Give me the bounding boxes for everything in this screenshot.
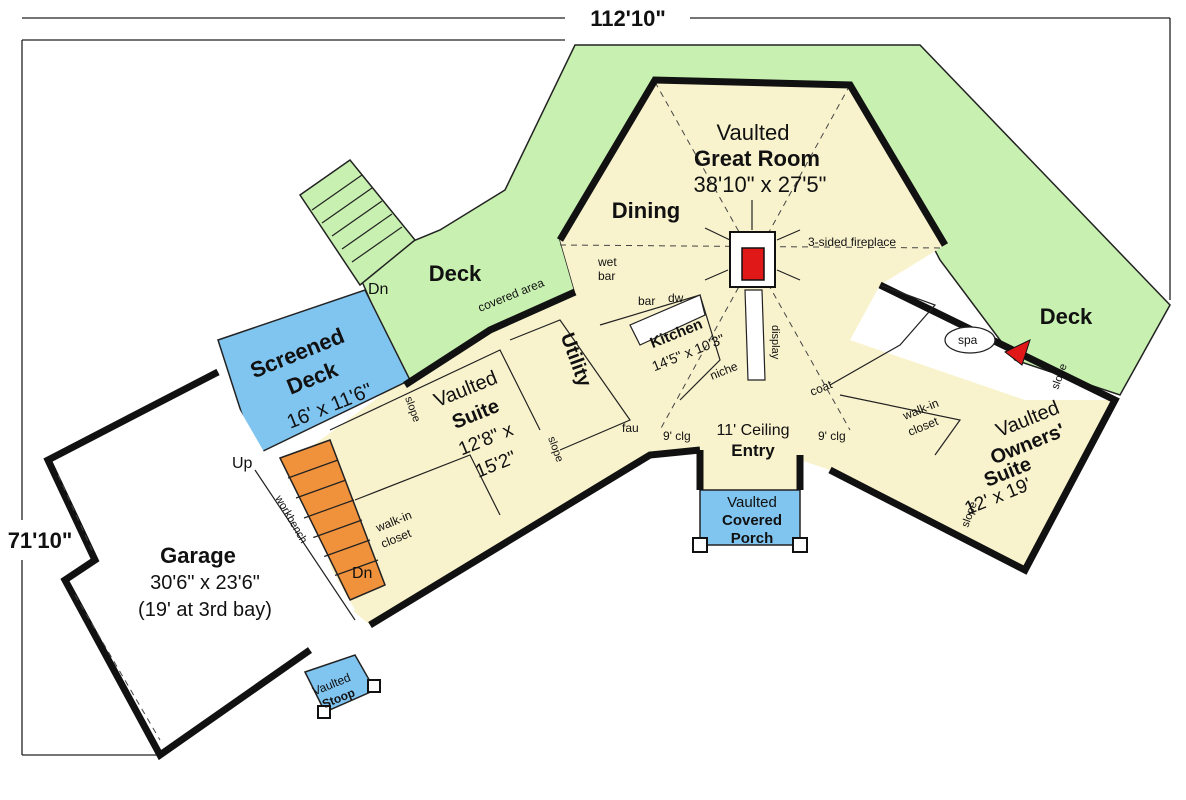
garage-label: Garage 30'6" x 23'6" (19' at 3rd bay): [138, 543, 272, 621]
exterior-stair: [298, 158, 417, 287]
dishwasher-label: dw: [668, 291, 684, 305]
kitchen-island: [629, 294, 706, 346]
wet-bar-label-1: wet: [597, 255, 617, 269]
svg-text:38'10" x 27'5": 38'10" x 27'5": [694, 172, 827, 197]
spa-label: spa: [958, 333, 978, 347]
deck-right-label: Deck: [1040, 304, 1093, 329]
fireplace-firebox: [741, 247, 765, 281]
garage-up-label: Up: [232, 455, 253, 472]
svg-text:Covered: Covered: [722, 512, 782, 529]
svg-text:Great Room: Great Room: [694, 146, 820, 171]
svg-text:Vaulted: Vaulted: [717, 120, 790, 145]
great-room-label: Vaulted Great Room 38'10" x 27'5": [694, 120, 827, 197]
svg-text:11' Ceiling: 11' Ceiling: [716, 422, 789, 439]
deck-down-label: Dn: [368, 281, 388, 298]
display-label: display: [769, 325, 781, 360]
dimension-lines: [21, 17, 1171, 756]
interior-floor: [300, 80, 1115, 625]
stoop-post-right: [367, 679, 381, 693]
deck-left-label: Deck: [429, 261, 482, 286]
fireplace-label: 3-sided fireplace: [808, 235, 896, 249]
covered-porch-area: [699, 489, 801, 546]
svg-text:(19' at 3rd bay): (19' at 3rd bay): [138, 599, 272, 621]
porch-post-left: [692, 537, 708, 553]
dining-label: Dining: [612, 198, 680, 223]
interior-stair: [278, 439, 386, 601]
wet-bar-label-2: bar: [598, 269, 615, 283]
fau-label: fau: [622, 421, 639, 435]
svg-text:30'6" x 23'6": 30'6" x 23'6": [150, 572, 260, 594]
covered-porch-label: Vaulted Covered Porch: [722, 494, 782, 547]
ceiling-left-label: 9' clg: [663, 429, 691, 443]
partitions: [254, 284, 962, 621]
kitchen-bar-label: bar: [638, 294, 655, 308]
great-room-rays: [704, 200, 801, 281]
walls: [43, 76, 1120, 761]
garage-door-left: [57, 474, 93, 551]
spa-tub: [944, 326, 996, 354]
svg-text:Entry: Entry: [731, 441, 775, 460]
stoop-post-left: [317, 705, 331, 719]
garage-area: [48, 372, 355, 755]
svg-text:Vaulted: Vaulted: [727, 494, 777, 511]
overall-width-label: 112'10": [590, 6, 666, 31]
owners-suite-label: Vaulted Owners' Suite 12' x 19': [962, 397, 1068, 520]
display-counter: [744, 289, 766, 381]
stair-down-label: Dn: [352, 565, 372, 582]
svg-text:Garage: Garage: [160, 543, 236, 568]
porch-post-right: [792, 537, 808, 553]
svg-text:Porch: Porch: [731, 530, 774, 547]
ceiling-right-label: 9' clg: [818, 429, 846, 443]
owners-fireplace: [1004, 339, 1031, 366]
overall-depth-label: 71'10": [8, 528, 73, 553]
entry-label: 11' Ceiling Entry: [716, 422, 789, 460]
